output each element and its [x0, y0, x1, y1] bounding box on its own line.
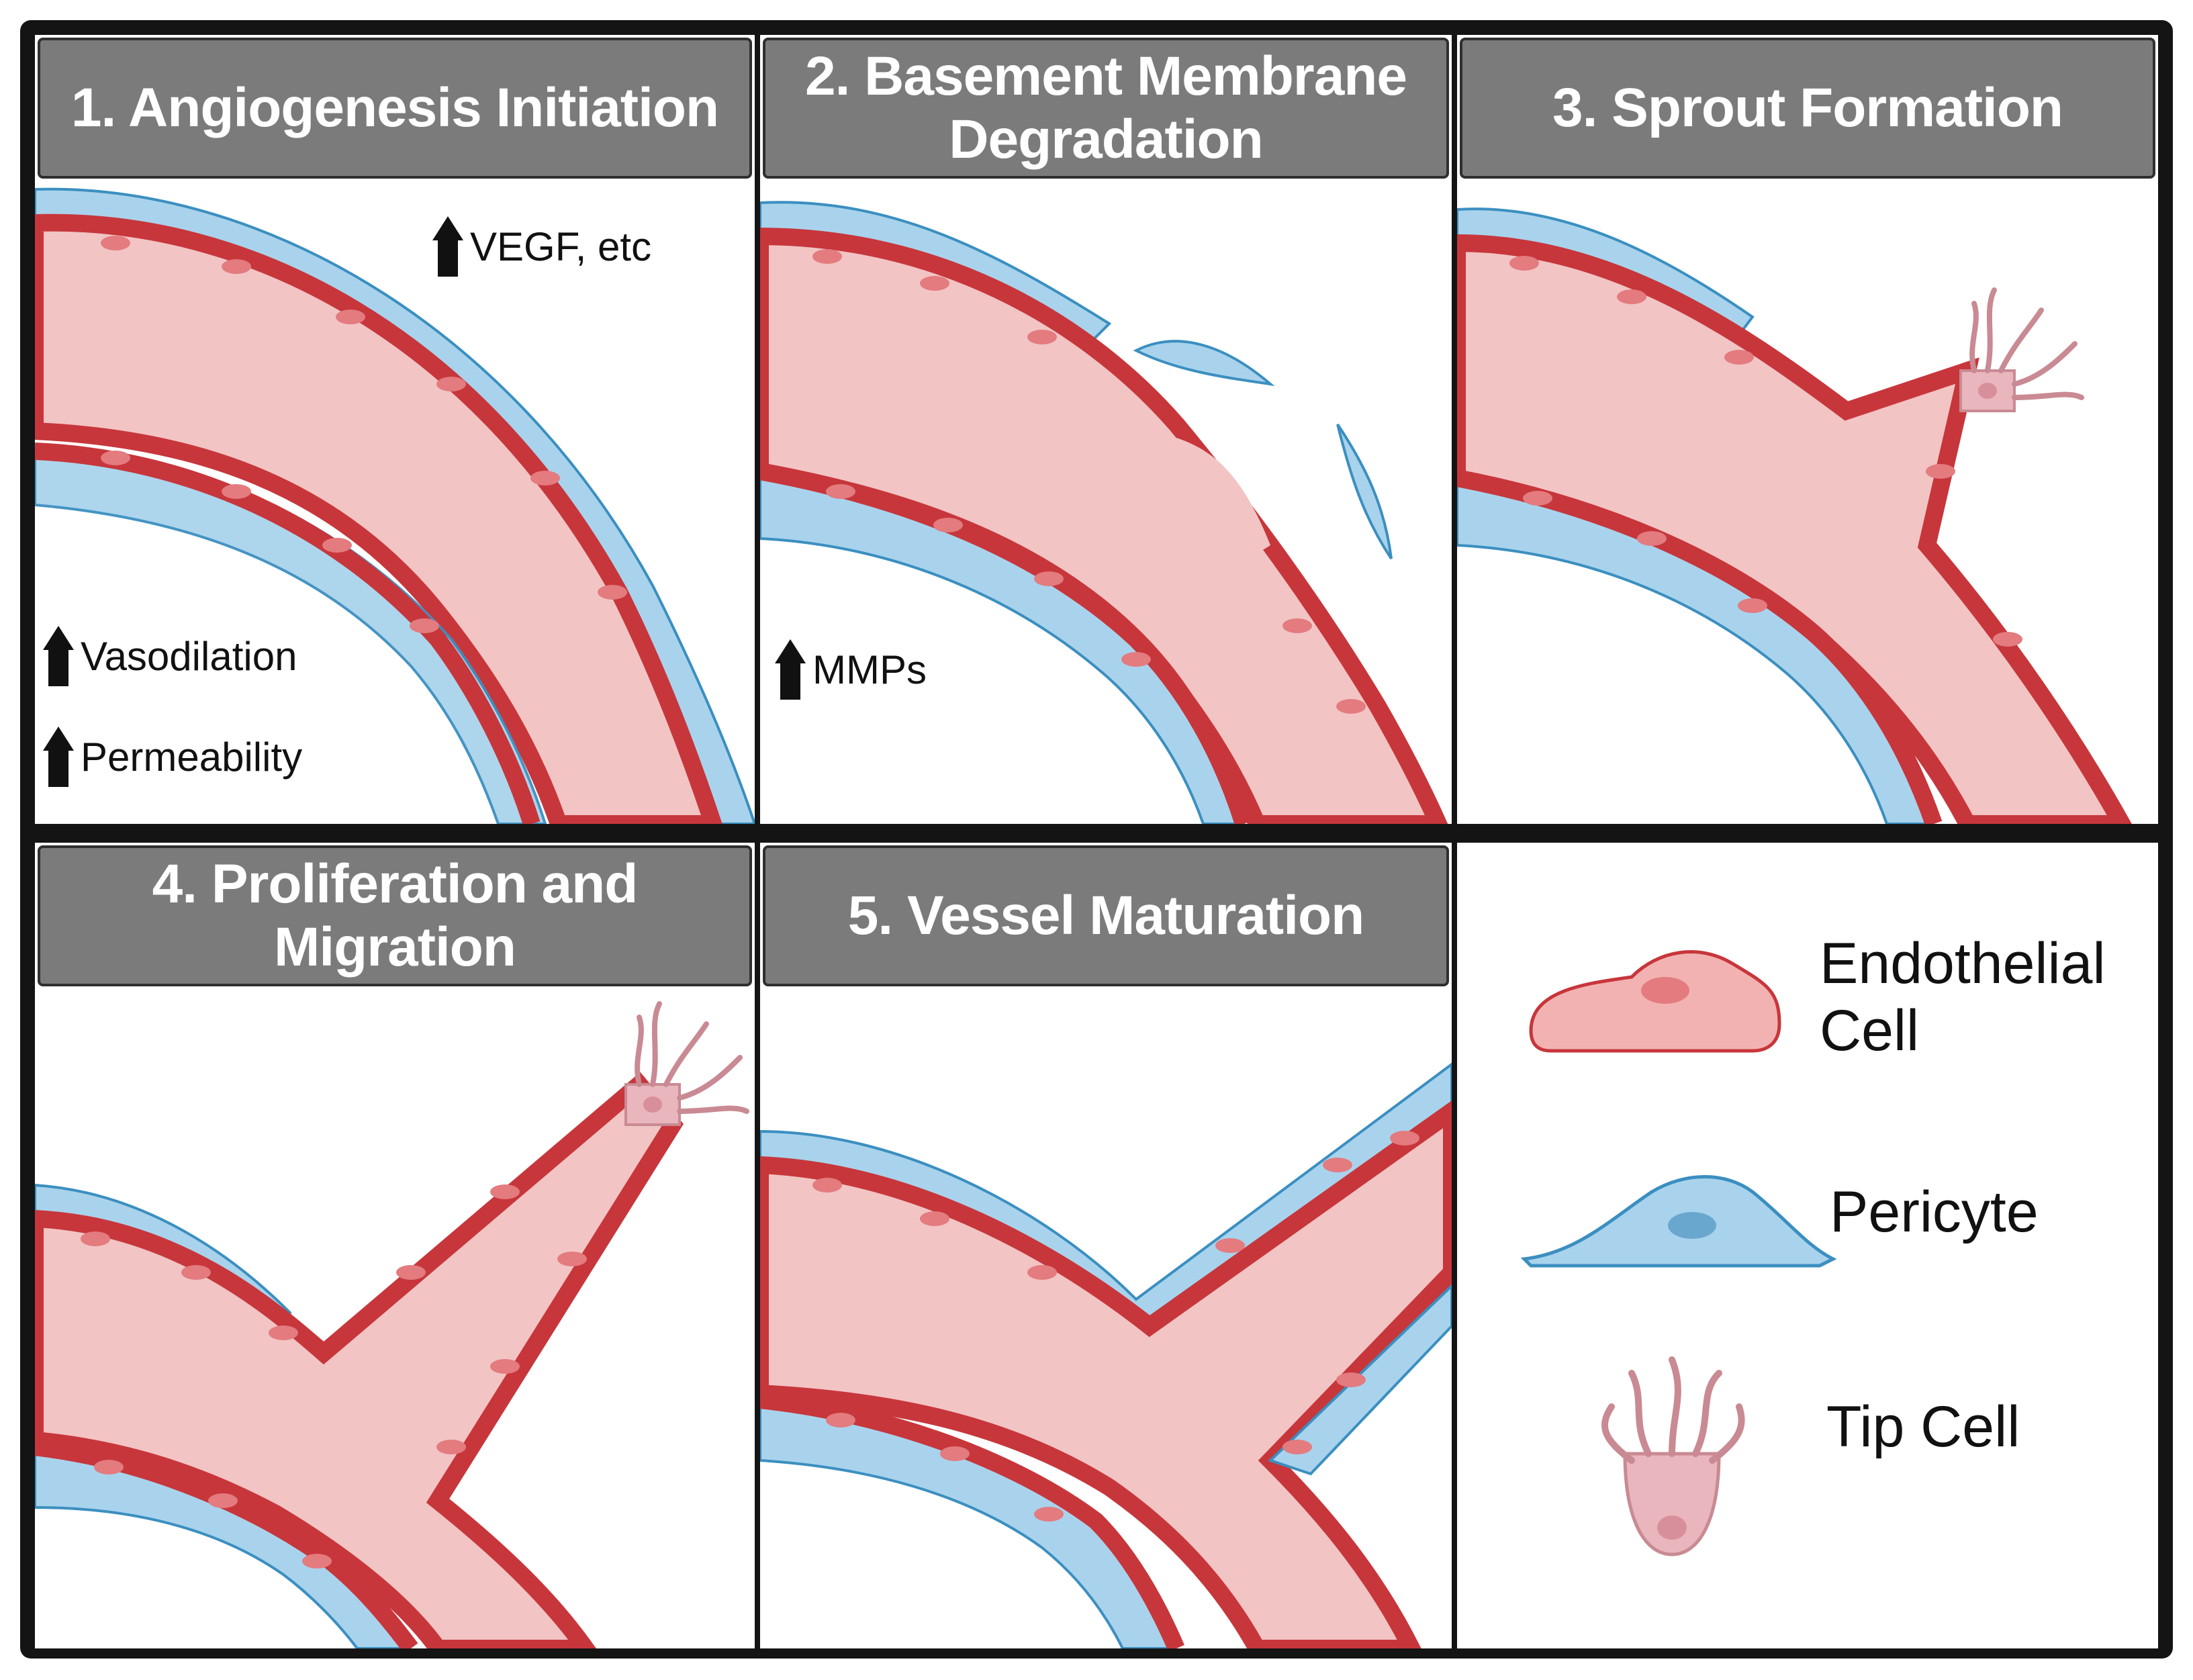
degraded-membrane-gap	[1163, 438, 1270, 561]
panel-proliferation-and-migration: 4. Proliferation and Migration	[35, 843, 755, 1648]
endothelial-cells	[101, 236, 627, 633]
permeability-annotation: Permeability	[43, 727, 303, 787]
legend-text: Endothelial	[1820, 931, 2106, 996]
lower-vessel-wall	[35, 442, 541, 824]
annotation-text: MMPs	[812, 647, 927, 692]
panel-title: 3. Sprout Formation	[1460, 38, 2155, 179]
panel-title: 2. Basement Membrane Degradation	[763, 38, 1449, 179]
detached-pericyte	[1133, 340, 1275, 386]
endothelial-cells	[81, 1184, 587, 1569]
annotation-text: VEGF, etc	[470, 224, 652, 269]
pericyte-nucleus	[1668, 1212, 1716, 1239]
vasodilation-annotation: Vasodilation	[43, 626, 297, 686]
panel-vessel-maturation: 5. Vessel Maturation	[760, 843, 1452, 1648]
sprout-tip-cell	[624, 1001, 749, 1126]
panel-angiogenesis-initiation: 1. Angiogenesis Initiation VEGF, etc Vas…	[35, 35, 755, 824]
panel-title: 4. Proliferation and Migration	[38, 845, 752, 986]
up-arrow-icon	[432, 216, 463, 277]
panel-sprout-formation: 3. Sprout Formation	[1457, 35, 2158, 824]
vessel-illustration	[1457, 207, 2132, 824]
panel-title: 5. Vessel Maturation	[763, 845, 1449, 986]
legend-text: Pericyte	[1830, 1180, 2039, 1244]
lower-vessel-wall	[760, 1391, 1184, 1648]
annotation-text: Vasodilation	[81, 633, 297, 679]
endothelial-cells	[812, 1131, 1419, 1522]
up-arrow-icon	[43, 626, 74, 686]
mmps-annotation: MMPs	[775, 639, 927, 700]
panel-title-line: 3. Sprout Formation	[1552, 77, 2063, 138]
up-arrow-icon	[43, 727, 74, 787]
legend-panel: Endothelial Cell Pericyte Tip Cell	[1457, 843, 2158, 1648]
endothelial-cells	[812, 249, 1366, 714]
detached-pericyte	[1336, 423, 1393, 560]
vessel-lumen	[760, 1101, 1452, 1648]
vessel-illustration	[35, 1001, 749, 1648]
vessel-lumen	[35, 1072, 684, 1648]
panel-title-line: Migration	[274, 917, 516, 978]
panel-basement-membrane-degradation: 2. Basement Membrane Degradation MMPs	[760, 35, 1452, 824]
legend-endothelial-label: Endothelial Cell	[1820, 930, 2106, 1064]
legend-text: Tip Cell	[1826, 1395, 2020, 1459]
sprout-tip-cell	[1959, 287, 2084, 412]
panel-title-line: 2. Basement Membrane	[804, 46, 1407, 107]
panel-title: 1. Angiogenesis Initiation	[38, 38, 752, 179]
panel-title-line: 4. Proliferation and	[152, 853, 639, 915]
panel-title-line: 1. Angiogenesis Initiation	[71, 77, 719, 138]
legend-symbols	[1520, 950, 1837, 1556]
up-arrow-icon	[775, 639, 806, 700]
legend-pericyte-label: Pericyte	[1830, 1178, 2039, 1246]
panel-title-line: Degradation	[949, 109, 1263, 170]
vessel-illustration	[760, 1062, 1452, 1648]
endothelial-cells	[1509, 256, 2022, 647]
vessel-illustration	[35, 187, 755, 824]
tip-cell-icon	[1601, 1356, 1745, 1556]
annotation-text: Permeability	[81, 734, 303, 780]
legend-text: Cell	[1820, 998, 1920, 1063]
lower-vessel-wall	[1457, 469, 1943, 824]
vegf-annotation: VEGF, etc	[432, 216, 652, 277]
vessel-illustration	[760, 201, 1448, 824]
lower-vessel-wall	[760, 463, 1252, 824]
endothelial-cell-nucleus	[1641, 977, 1689, 1004]
legend-tip-cell-label: Tip Cell	[1826, 1393, 2020, 1460]
panel-title-line: 5. Vessel Maturation	[847, 885, 1364, 946]
figure-frame: 1. Angiogenesis Initiation VEGF, etc Vas…	[20, 20, 2173, 1659]
